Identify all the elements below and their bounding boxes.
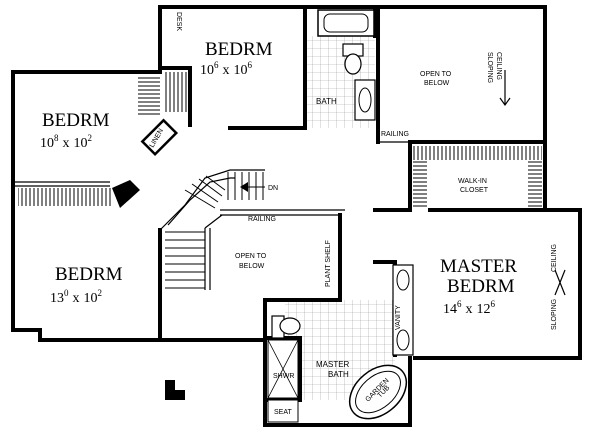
walk-in-label-1: WALK-IN: [458, 178, 487, 185]
master-bedroom-name-1: MASTER: [440, 256, 517, 277]
open-below-top-1: OPEN TO: [420, 71, 452, 78]
bedroom-bottom-name: BEDRM: [55, 264, 123, 285]
stair-treads: [165, 172, 264, 289]
column-marker: [165, 380, 185, 400]
bedroom-left-name: BEDRM: [42, 110, 110, 131]
open-below-mid-1: OPEN TO: [235, 253, 267, 260]
open-below-top-2: BELOW: [424, 80, 450, 87]
shower-label: SHWR: [273, 373, 294, 380]
sloping-arrow-icon: [499, 70, 566, 296]
walk-in-label-2: CLOSET: [460, 187, 489, 194]
dn-arrow-icon: [240, 182, 248, 192]
master-bath-label-1: MASTER: [316, 360, 350, 369]
closet-bottom-bedroom: [18, 188, 113, 206]
walk-in-closet-rod-right: [528, 160, 542, 208]
garden-tub: [348, 364, 408, 420]
seat-label: SEAT: [274, 409, 292, 416]
walk-in-closet-rod-top: [412, 146, 542, 160]
railing-top-label: RAILING: [381, 131, 409, 138]
master-bath-label-2: BATH: [328, 370, 349, 379]
plant-shelf-label: PLANT SHELF: [325, 240, 332, 287]
closet-left-bedroom: [138, 76, 160, 116]
vanity-counter: [392, 264, 414, 356]
closet-top-bedroom: [163, 72, 188, 112]
desk-label: DESK: [175, 12, 182, 31]
closet-corner-hatch: [112, 180, 140, 208]
linen-closet: [140, 118, 179, 157]
sloping-master-2: CEILING: [551, 244, 558, 272]
vanity-label: VANITY: [395, 305, 402, 330]
master-bedroom-name-2: BEDRM: [447, 276, 515, 297]
bath-label: BATH: [316, 97, 337, 106]
walk-in-closet-rod-left: [413, 160, 427, 208]
sloping-master-1: SLOPING: [551, 299, 558, 330]
railing-mid-label: RAILING: [248, 216, 276, 223]
open-below-mid-2: BELOW: [239, 263, 265, 270]
sloping-top-1: SLOPING: [486, 52, 493, 83]
shower-seat: [267, 399, 299, 423]
thin-lines: [13, 141, 545, 290]
bedroom-top-name: BEDRM: [205, 39, 273, 60]
sloping-top-2: CEILING: [495, 52, 502, 80]
dn-label: DN: [268, 185, 278, 192]
